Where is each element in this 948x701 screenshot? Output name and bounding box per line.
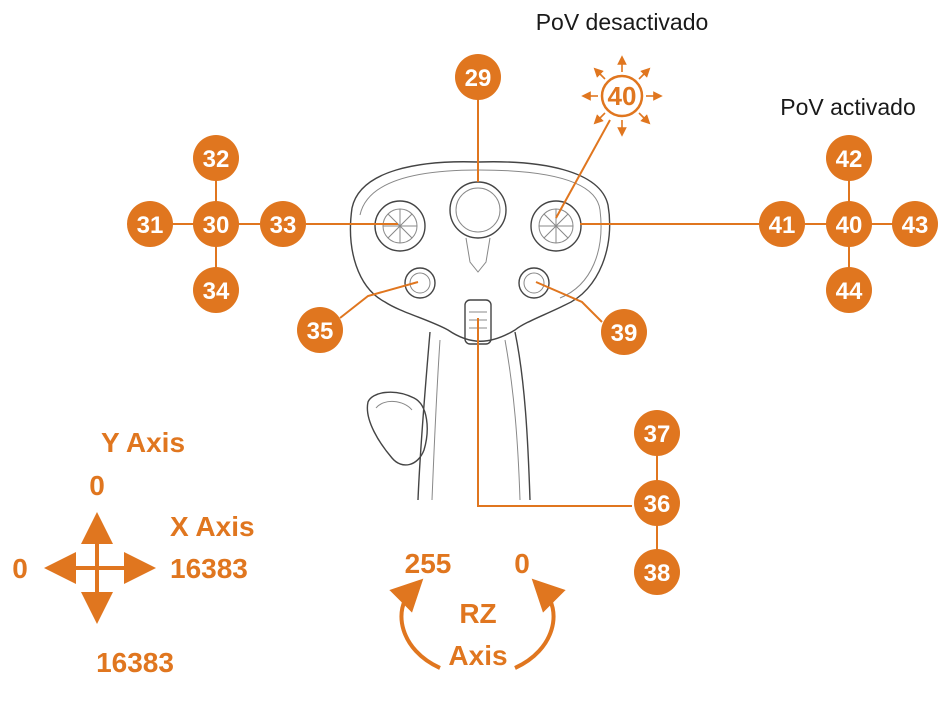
badge-32: 32 xyxy=(193,135,239,181)
pov-off-label: PoV desactivado xyxy=(536,9,709,35)
xy-axis-diagram: Y Axis 0 16383 X Axis 0 16383 xyxy=(12,427,254,678)
y-axis-min: 0 xyxy=(89,470,105,501)
x-axis-min: 0 xyxy=(12,553,28,584)
badge-36-label: 36 xyxy=(644,491,671,518)
badge-40-off-label: 40 xyxy=(608,81,637,111)
badge-43: 43 xyxy=(892,201,938,247)
badge-37: 37 xyxy=(634,410,680,456)
rz-axis-title-line1: RZ xyxy=(459,598,496,629)
x-axis-max: 16383 xyxy=(170,553,248,584)
badge-33: 33 xyxy=(260,201,306,247)
x-axis-title: X Axis xyxy=(170,511,255,542)
badge-34: 34 xyxy=(193,267,239,313)
badge-41: 41 xyxy=(759,201,805,247)
rz-axis-left-value: 255 xyxy=(405,548,452,579)
badge-35-label: 35 xyxy=(307,318,334,345)
badge-33-label: 33 xyxy=(270,212,297,239)
rz-axis-right-value: 0 xyxy=(514,548,530,579)
y-axis-max: 16383 xyxy=(96,647,174,678)
badge-38-label: 38 xyxy=(644,560,671,587)
badge-44: 44 xyxy=(826,267,872,313)
badge-39: 39 xyxy=(601,309,647,355)
leader-lines xyxy=(172,98,893,555)
badge-32-label: 32 xyxy=(203,146,230,173)
badge-40-on-label: 40 xyxy=(836,212,863,239)
badge-29: 29 xyxy=(455,54,501,100)
pov-on-label: PoV activado xyxy=(780,94,916,120)
badge-43-label: 43 xyxy=(902,212,929,239)
badge-42-label: 42 xyxy=(836,146,863,173)
badge-39-label: 39 xyxy=(611,320,638,347)
pov-off-icon: 40 xyxy=(581,55,663,137)
badge-36: 36 xyxy=(634,480,680,526)
rz-axis-title-line2: Axis xyxy=(448,640,507,671)
badge-29-label: 29 xyxy=(465,65,492,92)
badge-35: 35 xyxy=(297,307,343,353)
badge-34-label: 34 xyxy=(203,278,230,305)
badge-40-on: 40 xyxy=(826,201,872,247)
badge-41-label: 41 xyxy=(769,212,796,239)
badge-30: 30 xyxy=(193,201,239,247)
badge-31: 31 xyxy=(127,201,173,247)
badge-30-label: 30 xyxy=(203,212,230,239)
rz-axis-diagram: 255 0 RZ Axis xyxy=(389,548,566,671)
badge-37-label: 37 xyxy=(644,421,671,448)
badge-42: 42 xyxy=(826,135,872,181)
badge-44-label: 44 xyxy=(836,278,863,305)
y-axis-title: Y Axis xyxy=(101,427,185,458)
badge-38: 38 xyxy=(634,549,680,595)
badge-31-label: 31 xyxy=(137,212,164,239)
joystick-outline xyxy=(349,161,611,501)
